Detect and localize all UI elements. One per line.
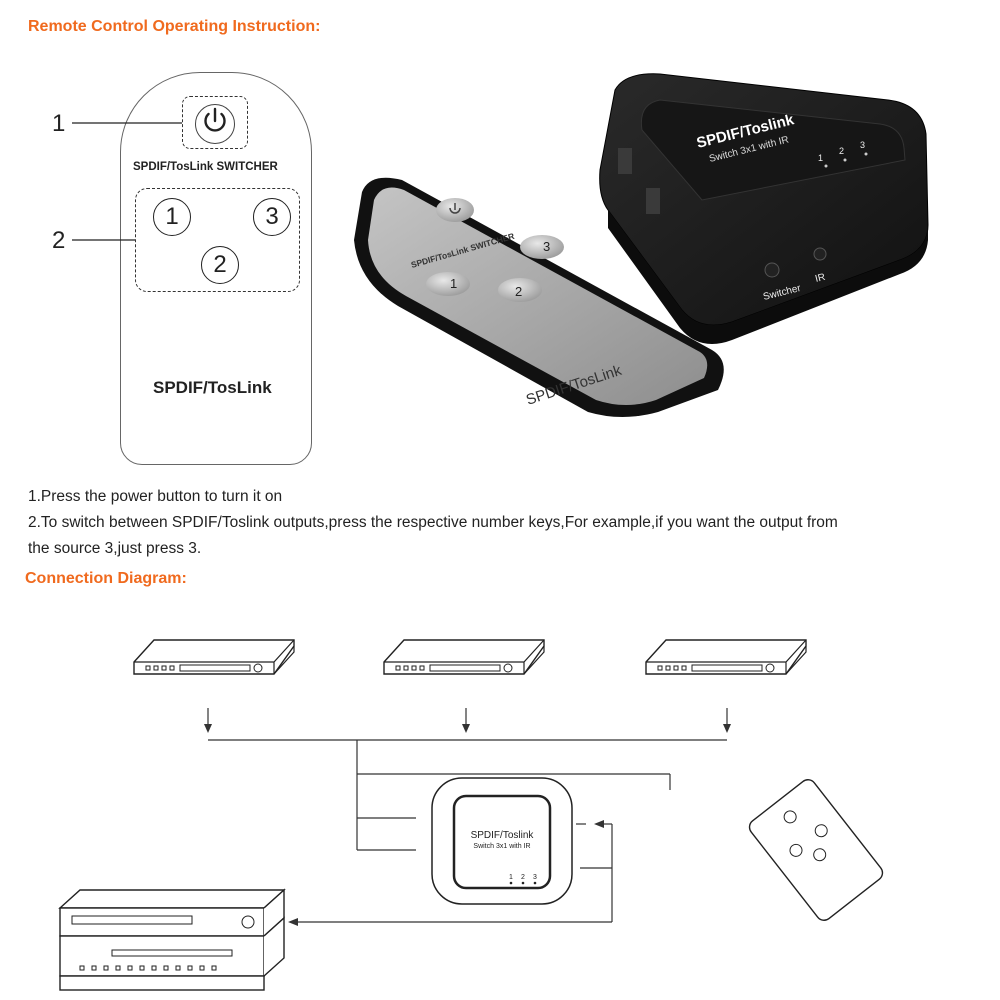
power-icon-photo	[449, 203, 461, 214]
arrow-heads	[204, 724, 731, 926]
instruction-line-1: 1.Press the power button to turn it on	[28, 488, 283, 505]
switch-led-1: 1	[509, 874, 513, 881]
power-button-drawing	[195, 104, 235, 144]
photo-key-1: 1	[450, 276, 457, 291]
switch-diagram-box: SPDIF/Toslink Switch 3x1 with IR 1 2 3	[431, 777, 573, 905]
device-led-1: 1	[818, 153, 823, 163]
device-led-3: 3	[860, 140, 865, 150]
instruction-line-3: the source 3,just press 3.	[28, 540, 202, 557]
photo-key-3: 3	[543, 239, 550, 254]
key-1-drawing: 1	[153, 198, 191, 236]
switch-diagram-subtitle: Switch 3x1 with IR	[473, 843, 530, 850]
remote-diagram-small	[748, 779, 884, 921]
key-3-drawing: 3	[253, 198, 291, 236]
power-key-callout-box	[182, 96, 248, 149]
connection-diagram-heading: Connection Diagram:	[25, 570, 187, 587]
remote-drawing-brand: SPDIF/TosLink SWITCHER	[133, 161, 278, 173]
remote-drawing-bottom-label: SPDIF/TosLink	[153, 378, 272, 397]
remote-outline-drawing	[120, 72, 312, 465]
device-led-2: 2	[839, 146, 844, 156]
remote-drawing-lines	[72, 107, 226, 241]
switch-led-3: 3	[533, 874, 537, 881]
source-device-3	[645, 639, 807, 675]
instruction-line-2: 2.To switch between SPDIF/Toslink output…	[28, 514, 838, 531]
product-photo: SPDIF/Toslink Switch 3x1 with IR 1 2 3 S…	[354, 73, 929, 417]
number-keys-callout-box	[135, 188, 300, 292]
connection-diagram: SPDIF/Toslink Switch 3x1 with IR 1 2 3	[58, 639, 884, 991]
key-2-drawing: 2	[201, 246, 239, 284]
remote-photo: 3 1 2 SPDIF/TosLink SWITCHER SPDIF/TosLi…	[354, 177, 724, 417]
callout-number-1: 1	[52, 110, 66, 137]
switch-diagram-title: SPDIF/Toslink	[471, 830, 535, 841]
switch-led-2: 2	[521, 874, 525, 881]
switch-device-photo: SPDIF/Toslink Switch 3x1 with IR 1 2 3 S…	[599, 73, 929, 344]
callout-number-2: 2	[52, 227, 66, 254]
connection-lines	[207, 708, 728, 923]
photo-key-2: 2	[515, 284, 522, 299]
ir-port-label: IR	[814, 272, 826, 285]
source-device-2	[383, 639, 545, 675]
receiver-device	[58, 888, 286, 991]
remote-instruction-heading: Remote Control Operating Instruction:	[28, 18, 321, 35]
source-device-1	[133, 639, 295, 675]
